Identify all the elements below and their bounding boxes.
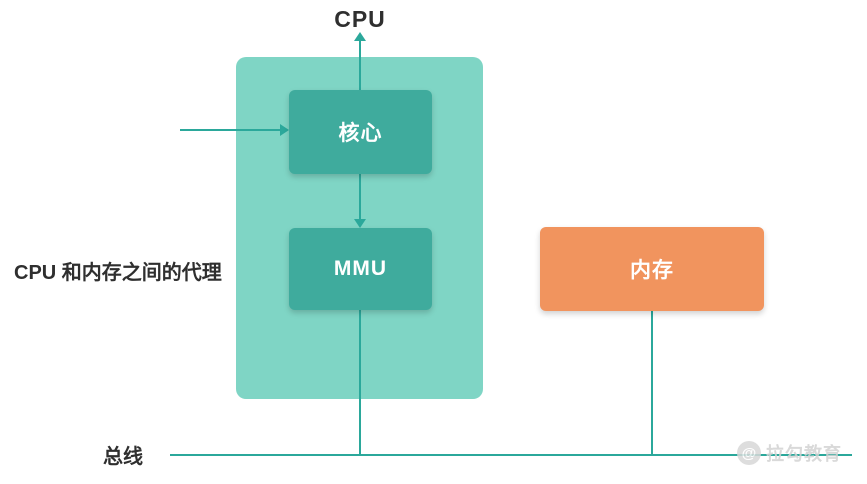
core-node-label: 核心: [338, 122, 383, 145]
edge-memory-to-bus-line: [651, 311, 653, 456]
mmu-node-label: MMU: [333, 257, 388, 280]
bus-label: 总线: [103, 446, 143, 468]
mmu-node: MMU: [289, 228, 432, 310]
arrowhead-right-icon: [280, 124, 289, 136]
arrowhead-down-icon: [354, 219, 366, 228]
cpu-label: CPU: [334, 6, 386, 32]
memory-node-label: 内存: [630, 259, 674, 282]
watermark: @ 拉勾教育: [737, 440, 842, 466]
left-caption: CPU 和内存之间的代理: [14, 262, 222, 284]
edge-core-to-cpu-line: [359, 40, 361, 90]
watermark-text: 拉勾教育: [766, 444, 842, 464]
edge-external-to-core-line: [180, 129, 282, 131]
arrowhead-up-icon: [354, 32, 366, 41]
memory-node: 内存: [540, 227, 764, 311]
edge-core-to-mmu-line: [359, 174, 361, 221]
lagou-logo-icon: @: [737, 441, 761, 465]
bus-line: [170, 454, 852, 456]
edge-mmu-to-bus-line: [359, 310, 361, 456]
core-node: 核心: [289, 90, 432, 174]
